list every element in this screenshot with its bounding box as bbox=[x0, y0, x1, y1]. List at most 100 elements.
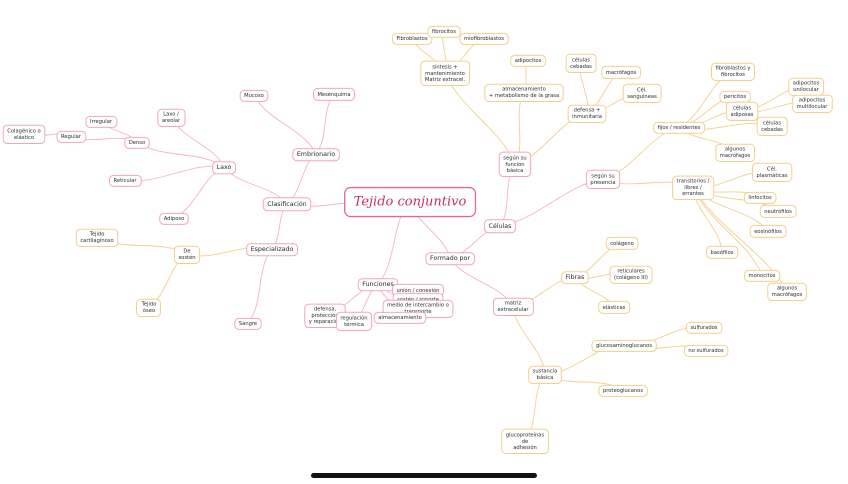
node-bubble bbox=[75, 228, 119, 247]
node-label: monocitos bbox=[749, 273, 776, 279]
node-label: Especializado bbox=[251, 246, 294, 253]
node-label: eosinófilos bbox=[754, 228, 782, 235]
node-elasticas[interactable]: elásticas bbox=[598, 300, 631, 314]
node-cel-plasmaticas[interactable]: Cél.plasmáticas bbox=[751, 162, 793, 182]
node-bubble bbox=[622, 83, 662, 103]
node-label: fijos / residentes bbox=[658, 125, 701, 131]
node-mesenquima[interactable]: Mesénquima bbox=[312, 87, 356, 101]
node-miofibroblastos[interactable]: miofibroblastos bbox=[459, 32, 509, 45]
node-label: Mucoso bbox=[244, 93, 264, 99]
node-especializado[interactable]: Especializado bbox=[246, 243, 299, 257]
node-mucoso[interactable]: Mucoso bbox=[239, 89, 269, 102]
node-proteoglucanos[interactable]: proteoglucanos bbox=[598, 384, 648, 397]
node-clasificacion[interactable]: Clasificación bbox=[262, 197, 312, 212]
node-macrofagos[interactable]: macrófagos bbox=[601, 65, 642, 79]
node-irregular[interactable]: Irregular bbox=[85, 115, 118, 128]
node-celulas[interactable]: Células bbox=[484, 219, 516, 234]
node-denso[interactable]: Denso bbox=[124, 136, 150, 149]
node-label: neutrófilos bbox=[764, 208, 792, 215]
edge-embrionario-mucoso bbox=[253, 94, 317, 155]
node-bubble bbox=[598, 300, 631, 314]
node-transitorios[interactable]: transitorios /libres /errantes bbox=[672, 175, 715, 201]
node-label: proteoglucanos bbox=[603, 388, 643, 394]
node-bubble bbox=[335, 311, 373, 331]
home-indicator[interactable] bbox=[311, 473, 537, 478]
node-defensa-inmunitaria[interactable]: defensa +inmunitaria bbox=[567, 104, 607, 123]
node-bubble bbox=[653, 121, 706, 134]
node-monocitos[interactable]: monocitos bbox=[744, 269, 781, 282]
node-label: glucosaminoglucanos bbox=[596, 343, 652, 349]
node-label: Células bbox=[489, 222, 512, 230]
node-bubble bbox=[767, 282, 808, 301]
node-bubble bbox=[749, 224, 787, 238]
node-label: Tejido conjuntivo bbox=[354, 195, 467, 210]
node-bubble bbox=[159, 212, 189, 225]
node-bubble bbox=[744, 269, 781, 282]
node-adipocitos[interactable]: adipocitos bbox=[510, 54, 547, 67]
node-reticular[interactable]: Reticular bbox=[109, 174, 142, 187]
node-label: no sulfurados bbox=[688, 348, 723, 354]
node-sulfurados[interactable]: sulfurados bbox=[685, 321, 723, 334]
node-fibras[interactable]: Fibras bbox=[561, 271, 589, 285]
node-laxo[interactable]: Laxo bbox=[212, 161, 237, 175]
node-label: miofibroblastos bbox=[464, 36, 504, 42]
node-almacenamiento[interactable]: almacenamiento bbox=[373, 311, 427, 324]
node-fijos-residentes[interactable]: fijos / residentes bbox=[653, 121, 706, 134]
node-label: sulfurados bbox=[690, 325, 717, 331]
node-pericitos[interactable]: pericitos bbox=[719, 90, 751, 103]
node-almacenamiento-grasa[interactable]: almacenamiento+ metabolismo de la grasa bbox=[484, 83, 564, 102]
node-label: reticulares(colágeno III) bbox=[614, 269, 648, 281]
node-colageno[interactable]: colágeno bbox=[605, 236, 639, 250]
node-neutrofilos[interactable]: neutrófilos bbox=[759, 204, 797, 218]
node-sangre[interactable]: Sangre bbox=[234, 317, 262, 330]
node-adiposo[interactable]: Adiposo bbox=[159, 212, 189, 225]
node-formado-por[interactable]: Formado por bbox=[425, 252, 475, 266]
node-bubble bbox=[56, 130, 87, 143]
edge-laxo-denso bbox=[136, 141, 225, 168]
node-label: adipocitos bbox=[515, 58, 542, 64]
node-fibroblastos[interactable]: Fibroblastos bbox=[391, 32, 433, 45]
node-glucosaminoglucanos[interactable]: glucosaminoglucanos bbox=[591, 339, 657, 352]
node-funciones[interactable]: Funciones bbox=[357, 278, 399, 292]
node-eosinofilos[interactable]: eosinófilos bbox=[749, 224, 787, 238]
node-linfocitos[interactable]: linfocitos bbox=[743, 191, 777, 204]
node-reticulares[interactable]: reticulares(colágeno III) bbox=[609, 265, 653, 284]
node-bubble bbox=[591, 339, 657, 352]
node-title[interactable]: Tejido conjuntivo bbox=[344, 186, 477, 218]
node-cel-sanguineas[interactable]: Cél.sanguíneas bbox=[622, 83, 662, 103]
node-no-sulfurados[interactable]: no sulfurados bbox=[683, 344, 729, 357]
node-basofilos[interactable]: basófilos bbox=[706, 245, 739, 259]
node-fibrocitos[interactable]: fibrocitos bbox=[427, 25, 461, 38]
node-embrionario[interactable]: Embrionario bbox=[292, 148, 340, 162]
nodes: Tejido conjuntivo Clasificación Laxo Embrio… bbox=[2, 25, 833, 455]
node-bubble bbox=[420, 60, 470, 87]
node-label: Irregular bbox=[90, 119, 113, 125]
node-regular[interactable]: Regular bbox=[56, 130, 87, 143]
node-laxo-areolar[interactable]: Laxo /areolar bbox=[157, 108, 186, 127]
